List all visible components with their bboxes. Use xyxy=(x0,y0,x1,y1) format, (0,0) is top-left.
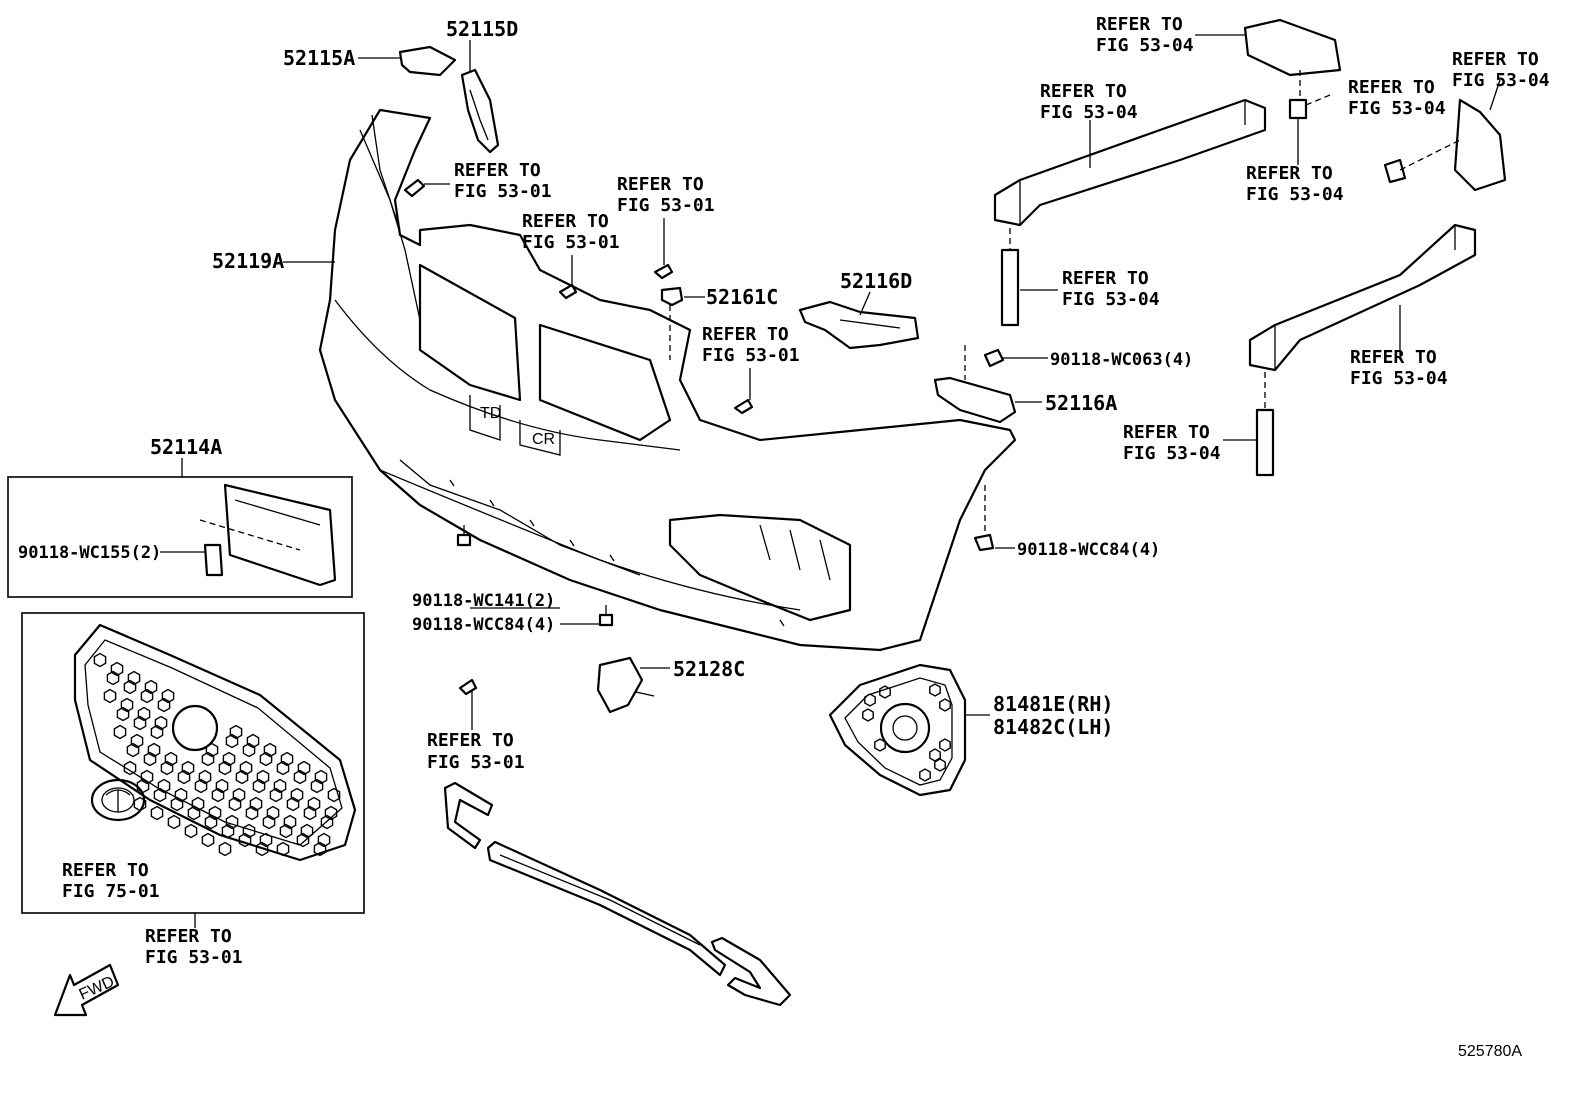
label-wc063: 90118-WC063(4) xyxy=(1050,350,1193,370)
refer-to: REFER TO xyxy=(62,860,149,881)
refer-to: REFER TO xyxy=(1062,268,1149,289)
label-52114A: 52114A xyxy=(150,435,222,459)
refer-to: REFER TO xyxy=(617,174,704,195)
label-52128C: 52128C xyxy=(673,657,745,681)
fig-ref: FIG 53-04 xyxy=(1348,98,1446,119)
bracket-52115D[interactable] xyxy=(460,40,500,154)
fig-ref: FIG 53-01 xyxy=(427,752,525,773)
label-wcc84-right: 90118-WCC84(4) xyxy=(1017,540,1160,560)
label-wc155: 90118-WC155(2) xyxy=(18,543,161,563)
svg-text:TD: TD xyxy=(480,405,501,422)
label-wc141: 90118-WC141(2) xyxy=(412,591,555,611)
bracket-upper-right[interactable] xyxy=(1195,18,1342,165)
refer-to: REFER TO xyxy=(1350,347,1437,368)
fig-ref: FIG 53-01 xyxy=(522,232,620,253)
refer-to: REFER TO xyxy=(427,730,514,751)
bracket-52116A[interactable] xyxy=(933,345,1042,424)
seal-52128C[interactable] xyxy=(596,656,670,714)
fig-ref: FIG 53-04 xyxy=(1040,102,1138,123)
label-52119A: 52119A xyxy=(212,249,284,273)
bezel-mesh xyxy=(862,683,951,782)
callout-text: 52115A 52115D 52119A 52161C 52116D 52116… xyxy=(18,14,1550,1060)
fig-ref: FIG 53-01 xyxy=(617,195,715,216)
label-52115A: 52115A xyxy=(283,46,355,70)
bracket-52115A[interactable] xyxy=(358,45,457,77)
refer-to: REFER TO xyxy=(1246,163,1333,184)
svg-text:CR: CR xyxy=(532,431,555,448)
grille-mesh xyxy=(93,652,341,857)
refer-to: REFER TO xyxy=(1096,14,1183,35)
fog-lamp-bezel[interactable] xyxy=(828,663,990,797)
license-bracket-box[interactable] xyxy=(7,458,353,598)
fig-ref: FIG 53-01 xyxy=(702,345,800,366)
fwd-arrow-icon xyxy=(53,963,120,1017)
bolt-wcc84-right[interactable] xyxy=(973,485,1015,552)
fig-ref: FIG 53-04 xyxy=(1123,443,1221,464)
reinforcement-lower[interactable] xyxy=(1223,223,1477,477)
label-52116D: 52116D xyxy=(840,269,912,293)
label-81482C: 81482C(LH) xyxy=(993,715,1113,739)
grille-box[interactable] xyxy=(21,612,365,928)
label-52161C: 52161C xyxy=(706,285,778,309)
bracket-52116D[interactable] xyxy=(798,291,920,350)
label-52115D: 52115D xyxy=(446,17,518,41)
fwd-label: FWD xyxy=(77,973,117,1003)
fig-ref: FIG 53-04 xyxy=(1062,289,1160,310)
refer-to: REFER TO xyxy=(1348,77,1435,98)
refer-to: REFER TO xyxy=(702,324,789,345)
refer-to: REFER TO xyxy=(454,160,541,181)
lower-spoiler[interactable] xyxy=(443,781,792,1007)
refer-to: REFER TO xyxy=(1040,81,1127,102)
bumper-cover[interactable]: TD CR xyxy=(318,108,1017,652)
fig-ref: FIG 53-01 xyxy=(454,181,552,202)
refer-to: REFER TO xyxy=(1452,49,1539,70)
fig-ref: FIG 53-04 xyxy=(1246,184,1344,205)
refer-to: REFER TO xyxy=(1123,422,1210,443)
fig-ref: FIG 53-04 xyxy=(1452,70,1550,91)
fig-ref: FIG 53-04 xyxy=(1350,368,1448,389)
fig-ref: FIG 53-04 xyxy=(1096,35,1194,56)
leader-lines xyxy=(283,183,751,625)
refer-to: REFER TO xyxy=(145,926,232,947)
fig-ref: FIG 75-01 xyxy=(62,881,160,902)
label-81481E: 81481E(RH) xyxy=(993,692,1113,716)
illustration-number: 525780A xyxy=(1458,1043,1522,1060)
bolt-wc063[interactable] xyxy=(983,348,1048,368)
reinforcement-upper[interactable] xyxy=(993,98,1267,327)
label-52116A: 52116A xyxy=(1045,391,1117,415)
clip-52161C[interactable] xyxy=(660,286,705,360)
fig-ref: FIG 53-01 xyxy=(145,947,243,968)
refer-to: REFER TO xyxy=(522,211,609,232)
label-wcc84-left: 90118-WCC84(4) xyxy=(412,615,555,635)
bracket-far-right[interactable] xyxy=(1383,79,1507,192)
screws xyxy=(403,178,754,730)
